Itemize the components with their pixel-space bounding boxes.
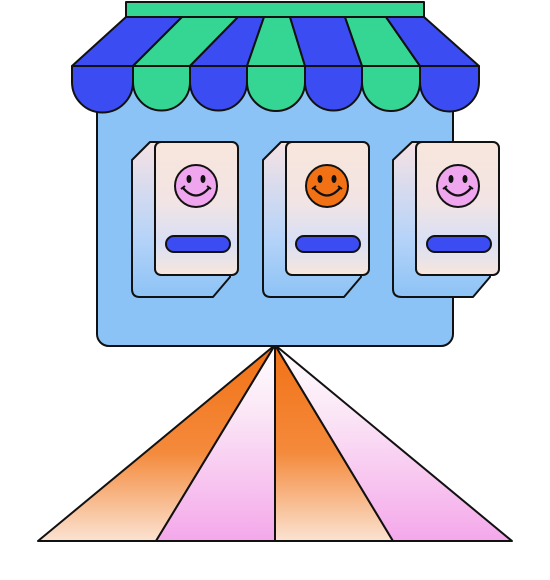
smiley-face-icon (174, 164, 218, 208)
product-card (392, 141, 500, 298)
beam-segment-4 (274, 344, 513, 542)
awning-top-bar (125, 1, 425, 18)
cart-button-icon (426, 235, 492, 253)
shop-awning-icon (71, 1, 480, 114)
cart-button-icon (295, 235, 361, 253)
smiley-face-icon (305, 164, 349, 208)
product-card (131, 141, 239, 298)
smiley-face-icon (436, 164, 480, 208)
light-beam-icon (37, 344, 513, 542)
product-card (262, 141, 370, 298)
cart-button-icon (165, 235, 231, 253)
